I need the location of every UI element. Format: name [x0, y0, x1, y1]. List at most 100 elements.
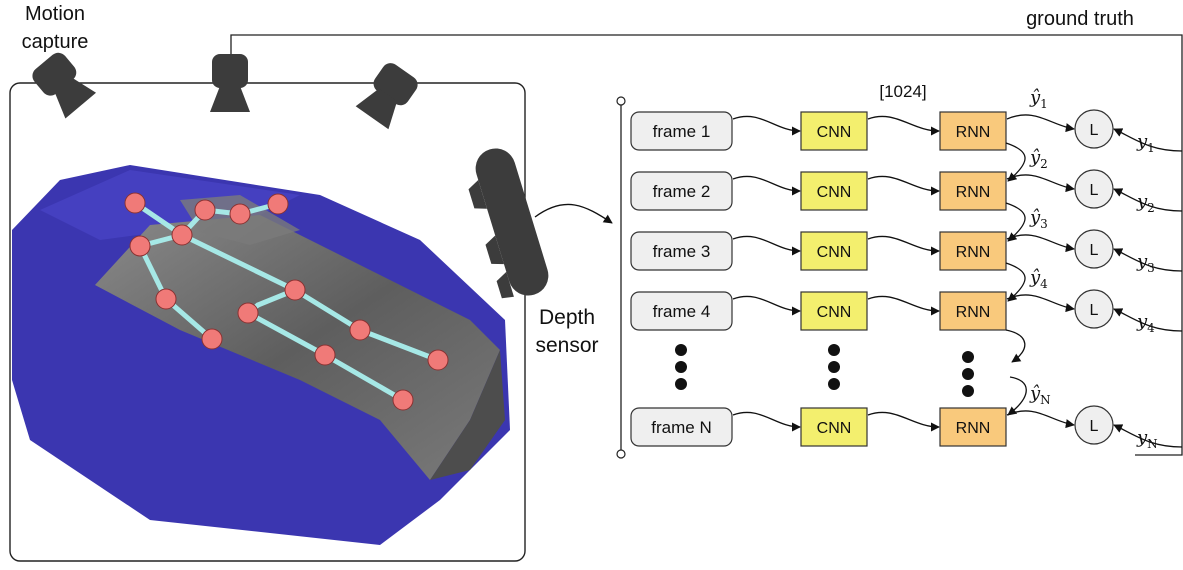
cnn-to-rnn-arrow [867, 175, 940, 196]
motion-capture-label-line2: capture [22, 31, 89, 53]
camera-icon [210, 54, 250, 112]
frame-box [630, 231, 733, 271]
ground-truth-arrow [1113, 308, 1183, 332]
skeleton-joint [201, 328, 223, 350]
cnn-to-rnn-arrow [867, 115, 940, 136]
prediction-label: ŷ1 [1029, 87, 1048, 111]
skeleton-joint [194, 199, 216, 221]
skeleton [124, 192, 449, 411]
prediction-label: ŷ4 [1029, 267, 1048, 291]
rnn-box [939, 291, 1007, 331]
prediction-label: ŷN [1029, 383, 1051, 407]
depth-sensor-label-line2: sensor [535, 334, 598, 357]
ground-truth-value-label: y2 [1136, 191, 1155, 215]
rnn-to-loss-arrow [1006, 294, 1075, 313]
skeleton-joint [124, 192, 146, 214]
rnn-label: RNN [956, 184, 991, 201]
cnn-box [800, 231, 868, 271]
loss-label: L [1090, 182, 1099, 199]
frame-to-cnn-arrow [732, 175, 801, 196]
skeleton-joint [349, 319, 371, 341]
loss-label: L [1090, 302, 1099, 319]
rnn-to-loss-arrow [1006, 174, 1075, 193]
rnn-box [939, 231, 1007, 271]
skeleton-joint [129, 235, 151, 257]
skeleton-joint [284, 279, 306, 301]
loss-node [1074, 169, 1114, 209]
cnn-to-rnn-arrow [867, 411, 940, 432]
rnn-label: RNN [956, 304, 991, 321]
ground-truth-label: ground truth [1026, 8, 1134, 30]
cnn-label: CNN [817, 124, 852, 141]
ground-truth-value-label: y1 [1136, 131, 1155, 155]
frame-label: frame 4 [653, 302, 711, 321]
loss-node [1074, 405, 1114, 445]
recurrent-arrow [1005, 202, 1026, 242]
frame-label: frame 2 [653, 182, 711, 201]
cnn-box [800, 407, 868, 447]
cnn-box [800, 291, 868, 331]
loss-label: L [1090, 122, 1099, 139]
cnn-label: CNN [817, 244, 852, 261]
frame-box [630, 407, 733, 447]
rnn-box [939, 407, 1007, 447]
depth-sensor-icon [468, 148, 549, 299]
recurrent-arrow [1005, 329, 1026, 363]
recurrent-arrow [1005, 142, 1026, 182]
frame-box [630, 291, 733, 331]
depth-sensor-label-line1: Depth [539, 306, 595, 329]
ground-truth-value-label: y3 [1136, 251, 1155, 275]
rnn-box [939, 171, 1007, 211]
skeleton-joint [171, 224, 193, 246]
ellipsis-dots [675, 344, 974, 397]
frame-box [630, 111, 733, 151]
camera-icon [355, 63, 418, 130]
motion-capture-label-line1: Motion [25, 3, 85, 25]
ground-truth-line [230, 34, 1183, 456]
loss-label: L [1090, 242, 1099, 259]
loss-node [1074, 109, 1114, 149]
camera-icon [32, 52, 97, 119]
ground-truth-arrow [1113, 248, 1183, 272]
ground-truth-arrow [1113, 128, 1183, 152]
prediction-label: ŷ3 [1029, 207, 1048, 231]
cnn-label: CNN [817, 184, 852, 201]
input-bracket [616, 96, 626, 459]
skeleton-joint [267, 193, 289, 215]
rnn-to-loss-arrow [1006, 114, 1075, 133]
frame-to-cnn-arrow [732, 295, 801, 316]
loss-label: L [1090, 418, 1099, 435]
skeleton-joint [155, 288, 177, 310]
feature-dimension-label: [1024] [879, 82, 926, 101]
frame-label: frame N [651, 418, 711, 437]
sensor-to-input-arrow [534, 203, 613, 224]
frame-to-cnn-arrow [732, 411, 801, 432]
cnn-box [800, 111, 868, 151]
skeleton-joint [229, 203, 251, 225]
frame-label: frame 1 [653, 122, 711, 141]
cnn-to-rnn-arrow [867, 235, 940, 256]
ground-truth-value-label: yN [1136, 427, 1158, 451]
frame-box [630, 171, 733, 211]
recurrent-arrow [1007, 376, 1027, 416]
cnn-to-rnn-arrow [867, 295, 940, 316]
skeleton-joint [392, 389, 414, 411]
ground-truth-arrow [1113, 424, 1183, 448]
rnn-label: RNN [956, 124, 991, 141]
frame-label: frame 3 [653, 242, 711, 261]
skeleton-joint [427, 349, 449, 371]
skeleton-joint [314, 344, 336, 366]
rnn-to-loss-arrow [1006, 234, 1075, 253]
ground-truth-arrow [1113, 188, 1183, 212]
rnn-label: RNN [956, 420, 991, 437]
recurrent-arrow [1005, 262, 1026, 302]
loss-node [1074, 289, 1114, 329]
cnn-label: CNN [817, 420, 852, 437]
frame-to-cnn-arrow [732, 235, 801, 256]
rnn-to-loss-arrow [1006, 410, 1075, 429]
rnn-box [939, 111, 1007, 151]
rnn-label: RNN [956, 244, 991, 261]
skeleton-joint [237, 302, 259, 324]
